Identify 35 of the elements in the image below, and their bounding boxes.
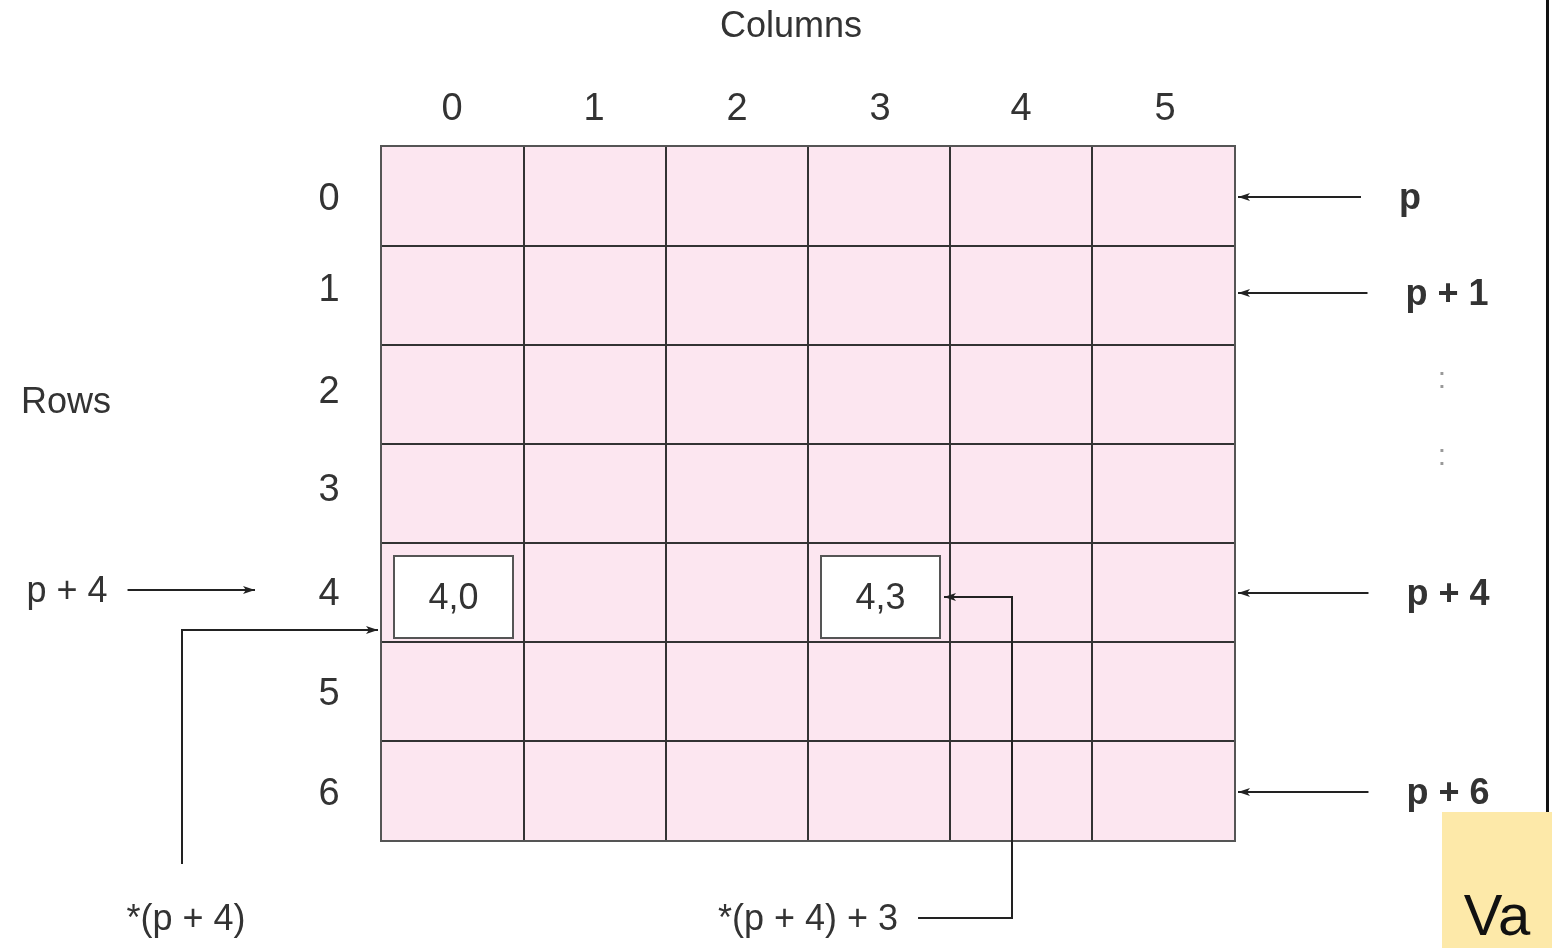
pointer-label: *(p + 4) [126, 900, 246, 936]
axis-title: Columns [719, 7, 863, 43]
column-index: 3 [869, 88, 891, 126]
row-index: 2 [318, 371, 340, 409]
arrow [181, 626, 379, 865]
ellipsis-mark: : [1437, 363, 1447, 393]
row-index: 6 [318, 773, 340, 811]
array-grid [380, 145, 1236, 842]
slide-fragment-text: Va [1463, 886, 1531, 944]
pointer-label: p + 4 [26, 572, 108, 608]
array-cell: 4,3 [820, 555, 941, 639]
ellipsis-mark: : [1437, 440, 1447, 470]
pointer-label: *(p + 4) + 3 [717, 900, 899, 936]
column-index: 0 [441, 88, 463, 126]
pointer-label: p [1399, 179, 1421, 215]
row-index: 1 [318, 269, 340, 307]
arrow [1237, 289, 1369, 297]
arrow [1237, 193, 1362, 201]
pointer-label: p + 1 [1405, 275, 1489, 311]
row-index: 5 [318, 673, 340, 711]
pointer-label: p + 4 [1406, 575, 1490, 611]
arrow [1237, 788, 1370, 796]
pointer-label: p + 6 [1406, 774, 1490, 810]
row-index: 4 [318, 573, 340, 611]
row-index: 0 [318, 178, 340, 216]
arrow [126, 586, 256, 594]
column-index: 5 [1154, 88, 1176, 126]
column-index: 4 [1010, 88, 1032, 126]
axis-title: Rows [21, 383, 111, 419]
column-index: 2 [726, 88, 748, 126]
arrow [1237, 589, 1370, 597]
column-index: 1 [583, 88, 605, 126]
array-cell: 4,0 [393, 555, 514, 639]
arrow [917, 593, 1013, 919]
row-index: 3 [318, 469, 340, 507]
